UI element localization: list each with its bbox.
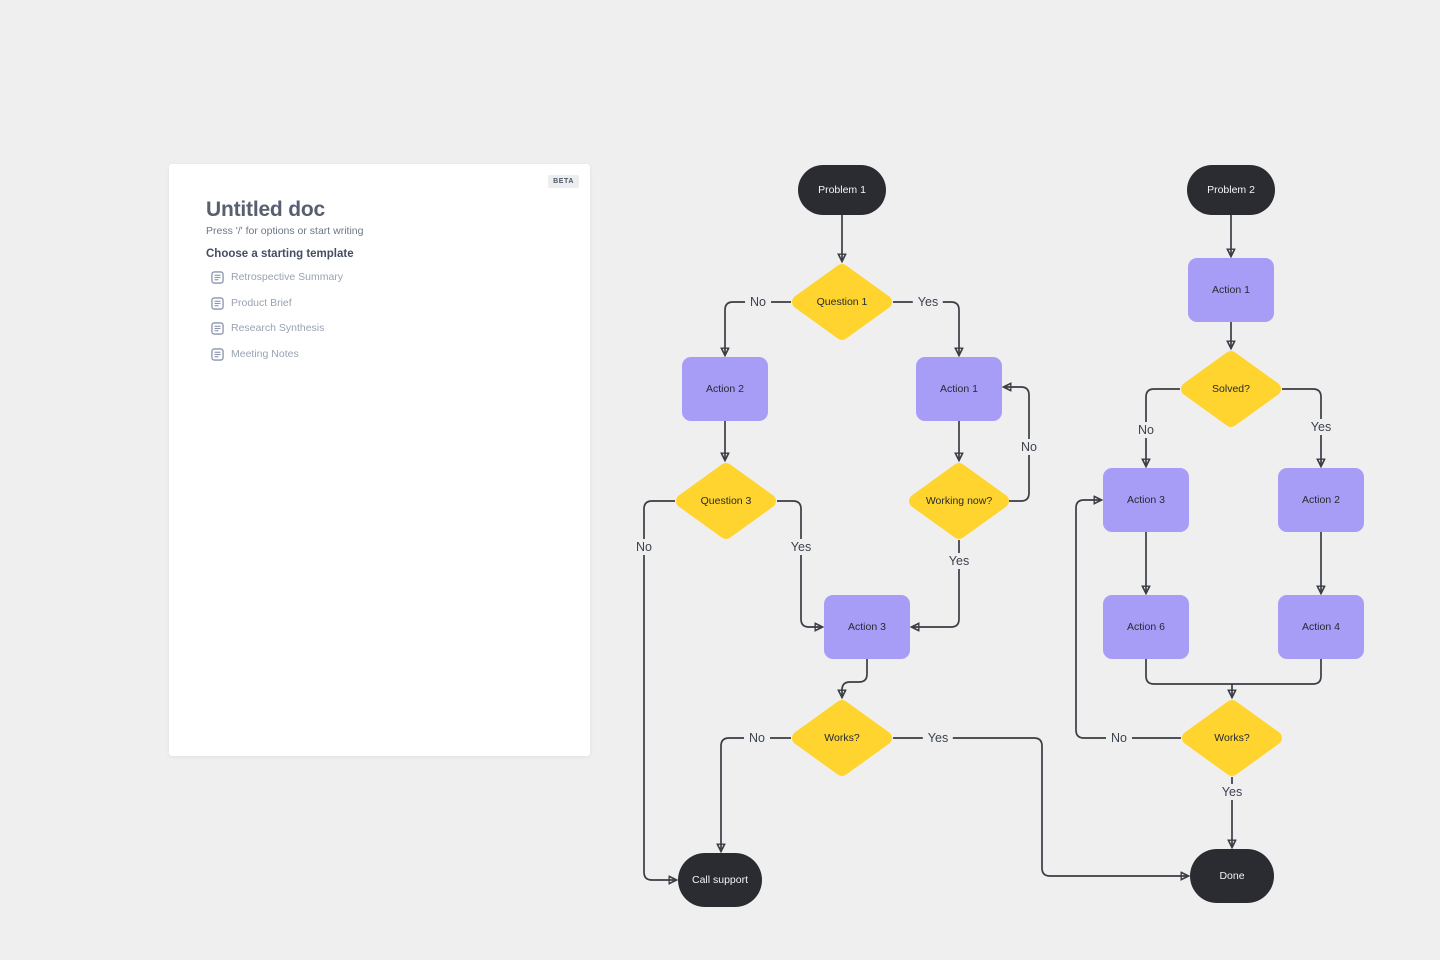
node-label: Action 6 [1127,621,1165,633]
node-label: Action 1 [1212,284,1250,296]
template-item-label: Research Synthesis [231,322,325,334]
node-label: Action 2 [1302,494,1340,506]
document-icon [211,270,224,284]
node-label: Solved? [1212,383,1250,395]
node-problem-2[interactable]: Problem 2 [1187,165,1275,215]
document-icon [211,347,224,361]
edge-label-solved-yes: Yes [1305,419,1337,435]
node-action-1[interactable]: Action 1 [916,357,1002,421]
node-label: Question 3 [700,495,752,507]
node-label: Works? [824,732,860,744]
node-solved[interactable]: Solved? [1180,350,1282,428]
edge-label-question3-yes: Yes [785,539,817,555]
diamond-shape [1182,700,1282,776]
node-problem-1[interactable]: Problem 1 [798,165,886,215]
edge-label-solved-no: No [1133,422,1159,438]
node-working-now[interactable]: Working now? [908,462,1010,540]
diamond-shape [792,700,892,776]
node-action-2[interactable]: Action 2 [1278,468,1364,532]
node-works[interactable]: Works? [791,699,893,777]
document-icon [211,296,224,310]
node-label: Problem 1 [818,184,866,196]
node-action-4[interactable]: Action 4 [1278,595,1364,659]
template-item-label: Product Brief [231,297,292,309]
template-item-meeting-notes[interactable]: Meeting Notes [211,346,299,362]
node-label: Action 3 [1127,494,1165,506]
node-action-3[interactable]: Action 3 [1103,468,1189,532]
node-done[interactable]: Done [1190,849,1274,903]
connector-question3-no-callsupport [643,500,676,880]
connector-works-no-callsupport [721,737,791,851]
edge-label-workingnow-yes: Yes [943,553,975,569]
templates-heading: Choose a starting template [206,248,354,260]
node-works[interactable]: Works? [1181,699,1283,777]
template-item-research-synthesis[interactable]: Research Synthesis [211,320,324,336]
node-label: Works? [1214,732,1250,744]
node-label: Working now? [925,495,993,507]
connector-action3-works [842,659,868,697]
doc-title[interactable]: Untitled doc [206,198,325,221]
template-item-retrospective-summary[interactable]: Retrospective Summary [211,269,343,285]
edge-label-question1-yes: Yes [912,294,944,310]
node-label: Action 4 [1302,621,1340,633]
node-label: Done [1219,870,1245,882]
document-icon [211,321,224,335]
diamond-shape [792,264,892,340]
node-label: Call support [691,874,749,886]
edge-label-works-yes: Yes [1216,784,1248,800]
node-label: Question 1 [816,296,868,308]
connector-works-yes-done [893,737,1188,876]
node-question-1[interactable]: Question 1 [791,263,893,341]
edge-label-question3-no: No [631,539,657,555]
edge-label-works-yes: Yes [922,730,954,746]
node-action-6[interactable]: Action 6 [1103,595,1189,659]
diamond-shape [676,463,776,539]
connector-action4-merge [1232,659,1322,685]
template-item-label: Retrospective Summary [231,271,344,283]
node-action-2[interactable]: Action 2 [682,357,768,421]
node-action-1[interactable]: Action 1 [1188,258,1274,322]
diamond-shape [909,463,1009,539]
template-item-product-brief[interactable]: Product Brief [211,295,292,311]
edge-label-works-no: No [1106,730,1132,746]
node-call-support[interactable]: Call support [678,853,762,907]
edge-label-workingnow-no: No [1016,439,1042,455]
connector-action6-merge [1145,659,1232,685]
beta-badge: BETA [548,175,579,188]
node-label: Action 2 [706,383,744,395]
node-label: Action 3 [848,621,886,633]
edge-label-question1-no: No [745,294,771,310]
doc-panel: BETA Untitled doc Press '/' for options … [169,164,590,756]
diamond-shape [1181,351,1281,427]
edge-label-works-no: No [744,730,770,746]
node-question-3[interactable]: Question 3 [675,462,777,540]
node-label: Problem 2 [1207,184,1255,196]
doc-editor-placeholder[interactable]: Press '/' for options or start writing [206,225,364,237]
template-item-label: Meeting Notes [231,348,299,360]
connector-question3-yes-action3 [777,500,822,627]
node-label: Action 1 [940,383,978,395]
node-action-3[interactable]: Action 3 [824,595,910,659]
